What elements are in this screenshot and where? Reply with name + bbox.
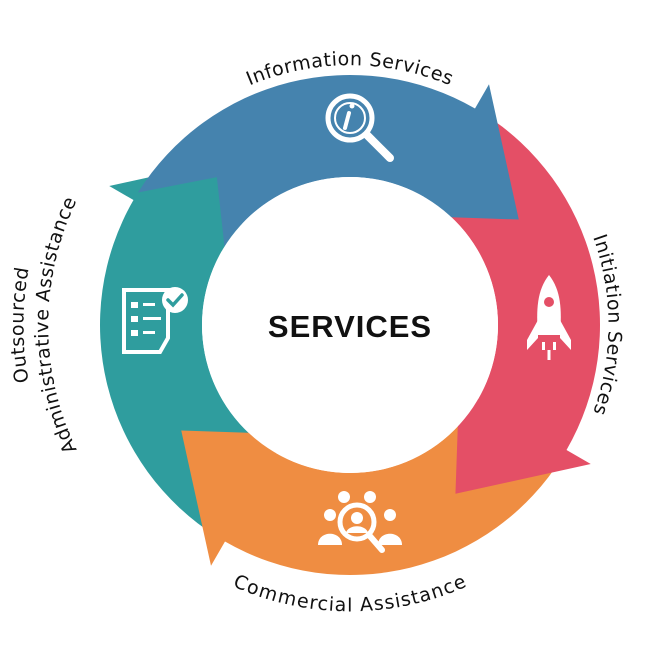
info-magnifier-icon [325,93,394,162]
label-commercial-assistance-text: Commercial Assistance [230,570,469,616]
center-circle [202,177,498,473]
center-title: SERVICES [268,309,432,344]
rocket-icon [527,275,571,360]
label-administrative-assistance: Administrative Assistance [31,193,81,457]
label-outsourced-text: Outsourced [6,265,33,385]
label-outsourced: Outsourced [6,265,33,385]
label-administrative-assistance-text: Administrative Assistance [31,193,81,457]
checklist-document-icon [122,287,188,354]
people-search-icon [318,491,402,553]
label-commercial-assistance: Commercial Assistance [230,570,469,616]
